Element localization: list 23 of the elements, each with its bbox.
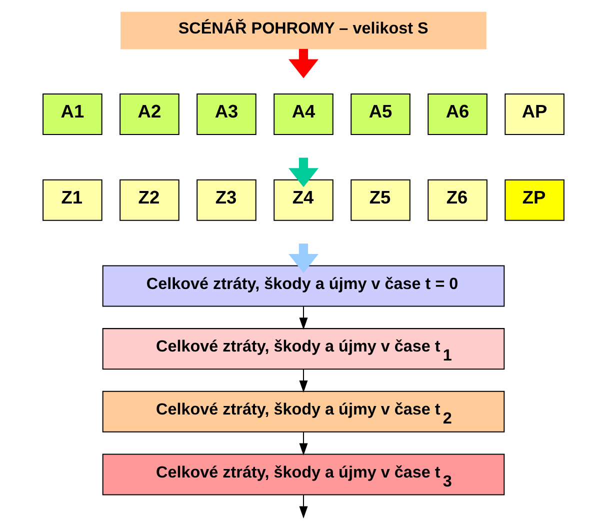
node-box: Z2 [120,179,180,221]
arrow [299,432,308,456]
node-box: Z5 [350,179,410,221]
arrow [288,158,318,188]
arrow [288,48,318,78]
node-box: Celkové ztráty, škody a újmy v čase t = 0 [102,265,505,307]
node-box: ZP [504,179,564,221]
arrow [299,494,308,518]
node-box: SCÉNÁŘ POHROMY – velikost S [120,12,486,50]
node-box: A1 [42,94,102,136]
arrow [299,306,308,330]
node-box: Z3 [196,179,256,221]
node-box: Z6 [428,179,488,221]
arrow [299,369,308,393]
node-box: A6 [428,94,488,136]
arrow [288,244,318,274]
node-box: AP [504,94,564,136]
node-box: A4 [274,94,334,136]
node-box: Z1 [42,179,102,221]
node-box: Z4 [274,179,334,221]
node-box: A5 [350,94,410,136]
node-box: A3 [196,94,256,136]
node-box: A2 [120,94,180,136]
